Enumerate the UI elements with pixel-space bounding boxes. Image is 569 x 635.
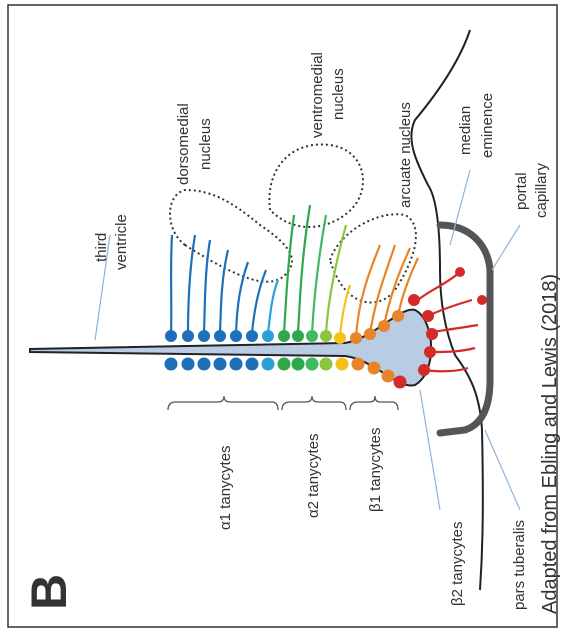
third-ventricle [30, 310, 431, 386]
label-arcuate-nucleus: arcuate nucleus [397, 102, 414, 208]
label-beta2-tanycytes: β2 tanycytes [449, 522, 466, 607]
label-third-ventricle-1: third [93, 233, 110, 262]
panel-letter: B [21, 574, 77, 610]
label-dorsomedial-1: dorsomedial [175, 103, 192, 185]
label-median-eminence-1: median [457, 106, 474, 155]
group-braces [168, 396, 398, 410]
dorsomedial-nucleus-outline [170, 190, 292, 282]
figure-credit: Adapted from Ebling and Lewis (2018) [539, 274, 561, 614]
label-ventromedial-2: nucleus [330, 68, 347, 120]
label-median-eminence-2: eminence [479, 93, 496, 158]
label-alpha1-tanycytes: α1 tanycytes [217, 445, 234, 530]
arcuate-nucleus-outline [330, 214, 416, 302]
label-beta1-tanycytes: β1 tanycytes [367, 428, 384, 513]
label-portal-capillary-2: capillary [533, 162, 550, 218]
label-ventromedial-1: ventromedial [309, 52, 326, 138]
label-portal-capillary-1: portal [513, 172, 530, 210]
label-pars-tuberalis: pars tuberalis [511, 520, 528, 610]
figure-frame [8, 5, 557, 627]
label-third-ventricle-2: ventricle [113, 214, 130, 270]
label-dorsomedial-2: nucleus [197, 118, 214, 170]
ventromedial-nucleus-outline [269, 144, 363, 227]
label-alpha2-tanycytes: α2 tanycytes [305, 433, 322, 518]
